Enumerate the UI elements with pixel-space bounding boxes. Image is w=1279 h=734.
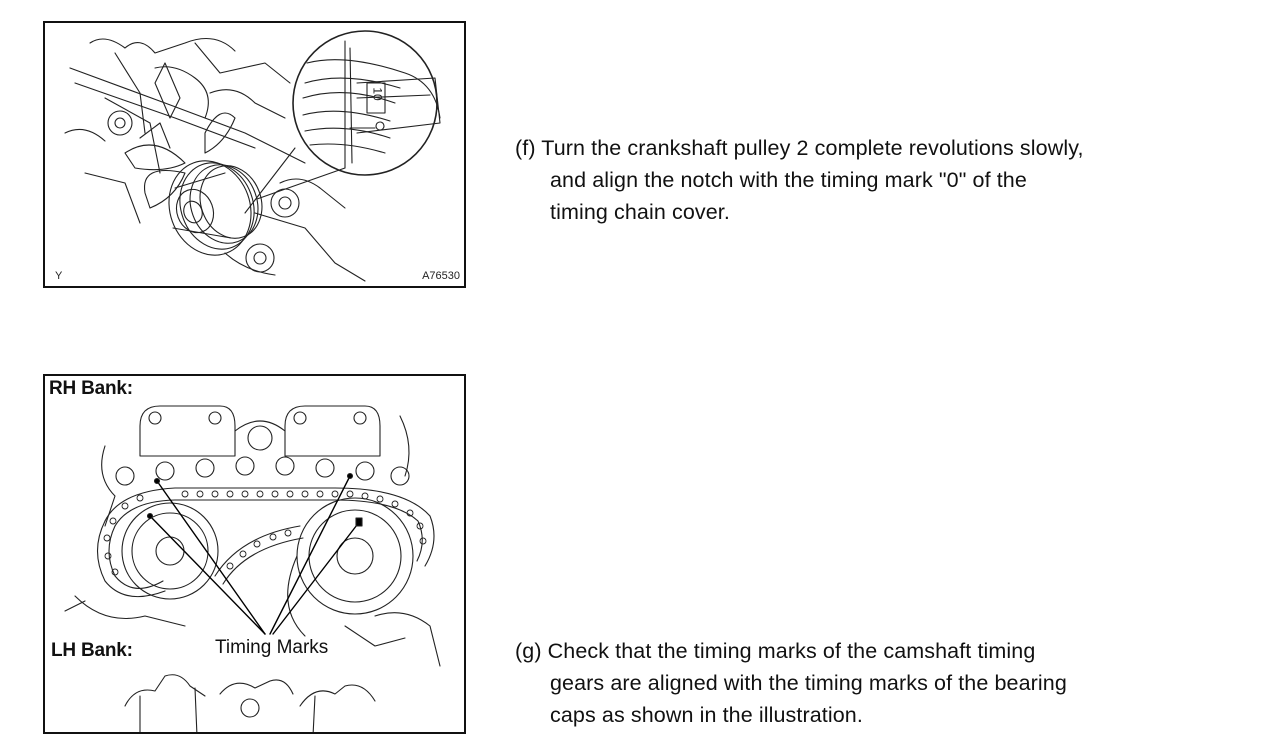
step-g-line-2: gears are aligned with the timing marks … (550, 671, 1067, 695)
timing-marks-label: Timing Marks (215, 637, 329, 658)
crankshaft-pulley-illustration: 10 Y A76530 (43, 21, 466, 288)
step-g-line-3: caps as shown in the illustration. (550, 703, 863, 727)
detail-mark-label: 10 (370, 87, 385, 101)
camshaft-gears-drawing (64, 405, 441, 732)
step-f-line-3: timing chain cover. (550, 200, 730, 224)
step-g-instruction: (g) Check that the timing marks of the c… (515, 635, 1067, 731)
crankshaft-pulley-drawing (64, 30, 441, 282)
timing-marks-illustration: RH Bank: LH Bank: Timing Marks (43, 374, 466, 734)
step-f-instruction: (f) Turn the crankshaft pulley 2 complet… (515, 132, 1084, 228)
rh-bank-label: RH Bank: (49, 378, 133, 399)
lh-bank-label: LH Bank: (51, 640, 133, 661)
step-g-line-1: (g) Check that the timing marks of the c… (515, 639, 1036, 663)
step-f-line-2: and align the notch with the timing mark… (550, 168, 1027, 192)
figure-corner-letter: Y (55, 270, 63, 282)
step-f-line-1: (f) Turn the crankshaft pulley 2 complet… (515, 136, 1084, 160)
figure-code: A76530 (422, 270, 460, 282)
